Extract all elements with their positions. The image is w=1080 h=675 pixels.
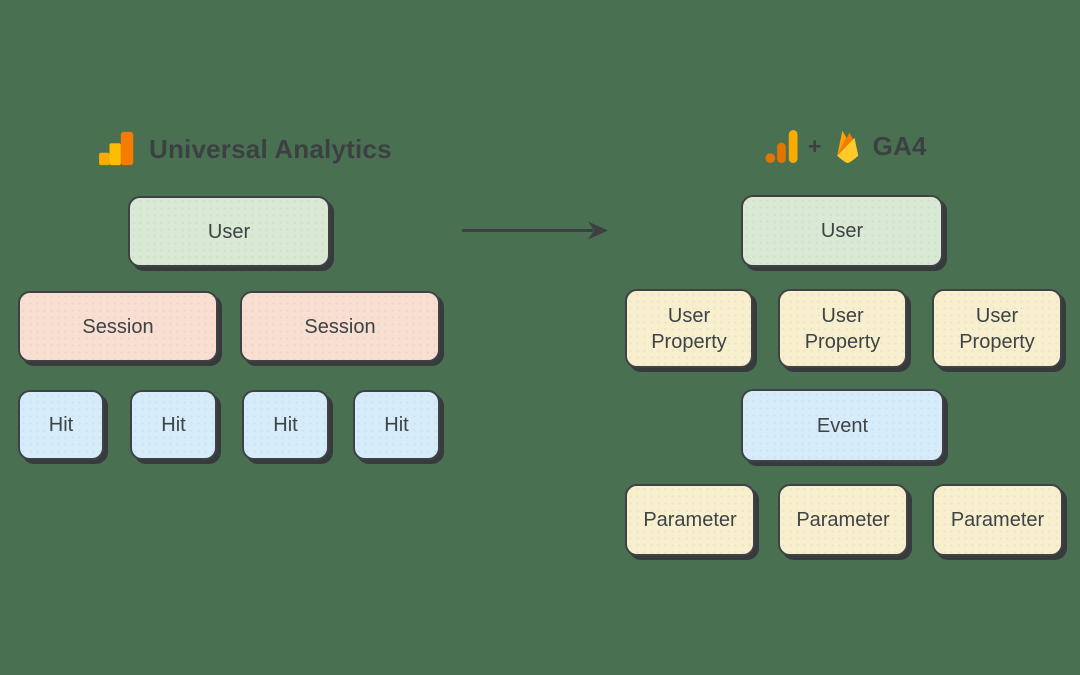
ga4-parameter-label: Parameter [643, 509, 737, 531]
ga4-parameter-node: Parameter [932, 484, 1063, 556]
ga4-title: GA4 [872, 131, 927, 161]
google-analytics-logo-icon [765, 129, 798, 164]
ga4-parameter-node: Parameter [625, 484, 755, 556]
ua-hit-node: Hit [353, 390, 440, 460]
ga4-user-property-node: User Property [932, 289, 1062, 368]
ga4-user-property-node: User Property [778, 289, 907, 368]
ua-hit-label: Hit [48, 414, 74, 436]
universal-analytics-title: Universal Analytics [149, 133, 392, 164]
ua-hit-node: Hit [242, 390, 329, 460]
ga4-user-property-label: User Property [804, 304, 881, 353]
ua-session-node: Session [18, 291, 218, 362]
ga4-event-label: Event [816, 414, 869, 437]
ua-hit-label: Hit [273, 414, 298, 436]
ua-hit-node: Hit [130, 390, 217, 460]
ua-user-label: User [207, 220, 251, 243]
ua-hit-node: Hit [18, 390, 104, 460]
ua-hit-label: Hit [384, 414, 409, 436]
ga4-parameter-label: Parameter [796, 509, 890, 531]
ga4-parameter-label: Parameter [950, 509, 1045, 531]
ga4-user-property-label: User Property [959, 304, 1035, 353]
ga4-user-property-label: User Property [651, 304, 727, 353]
ga4-user-node: User [741, 195, 943, 267]
universal-analytics-logo-icon [98, 130, 140, 168]
ga4-event-node: Event [741, 389, 944, 462]
ua-session-node: Session [240, 291, 440, 362]
ua-hit-label: Hit [161, 414, 186, 436]
universal-analytics-header: Universal Analytics [98, 130, 392, 168]
ga4-user-property-node: User Property [625, 289, 753, 368]
ua-user-node: User [128, 196, 330, 267]
ga4-user-label: User [820, 220, 864, 242]
ua-session-label: Session [82, 315, 154, 338]
plus-sign: + [808, 133, 822, 159]
ua-session-label: Session [304, 315, 376, 338]
right-arrow-icon [460, 217, 610, 244]
firebase-logo-icon [832, 128, 864, 165]
ga4-parameter-node: Parameter [778, 484, 908, 556]
ga4-header: + GA4 [765, 128, 927, 165]
